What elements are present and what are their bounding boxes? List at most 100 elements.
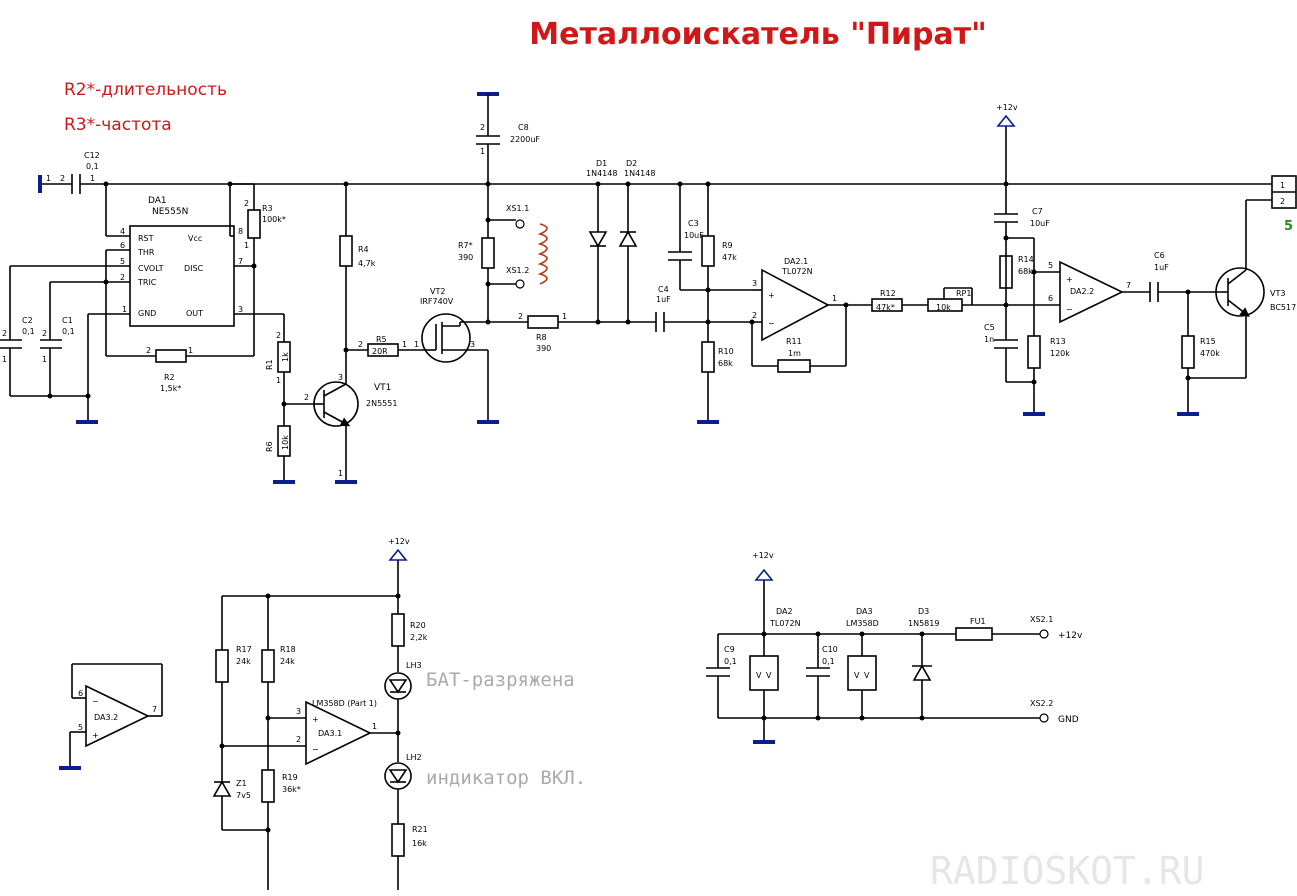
r7-val: 390 (458, 253, 473, 262)
svg-text:2: 2 (358, 340, 363, 349)
c3-val: 10uF (684, 231, 704, 240)
vt1-ref: VT1 (374, 383, 391, 393)
svg-text:V: V (854, 671, 860, 680)
lh3-annotation: БАТ-разряжена (426, 669, 575, 691)
svg-text:1: 1 (402, 340, 407, 349)
c6-val: 1uF (1154, 263, 1169, 272)
svg-text:GND: GND (138, 309, 156, 318)
c2-val: 0,1 (22, 327, 35, 336)
c12-ref: C12 (84, 151, 100, 160)
fu1-fuse (955, 627, 993, 641)
svg-text:1: 1 (188, 346, 193, 355)
svg-text:1: 1 (372, 722, 377, 731)
r17-body (215, 649, 229, 683)
da1-ref: DA1 (148, 196, 167, 206)
da2-ref: DA2 (776, 607, 793, 616)
svg-text:2: 2 (480, 123, 485, 132)
svg-text:V: V (756, 671, 762, 680)
r1-ref: R1 (265, 359, 274, 370)
r17-ref: R17 (236, 645, 252, 654)
r9-body (701, 235, 715, 267)
watermark: RADIOSKOT.RU (930, 849, 1205, 893)
svg-text:TRIC: TRIC (137, 278, 157, 287)
svg-text:RST: RST (138, 234, 154, 243)
da1-val: NE555N (152, 207, 188, 217)
da21-opamp (761, 268, 830, 342)
r15-ref: R15 (1200, 337, 1216, 346)
r13-val: 120k (1050, 349, 1070, 358)
r5-ref: R5 (376, 335, 387, 344)
svg-text:Vcc: Vcc (188, 234, 202, 243)
svg-text:1: 1 (276, 376, 281, 385)
r12-val: 47k* (876, 303, 895, 312)
svg-text:1: 1 (244, 241, 249, 250)
r10-body (701, 341, 715, 373)
svg-text:3: 3 (338, 373, 343, 382)
lh2-ref: LH2 (406, 753, 422, 762)
c4-val: 1uF (656, 295, 671, 304)
svg-text:1: 1 (1280, 181, 1285, 190)
r18-val: 24k (280, 657, 295, 666)
d3-val: 1N5819 (908, 619, 939, 628)
svg-text:CVOLT: CVOLT (138, 264, 164, 273)
svg-text:2: 2 (120, 273, 125, 282)
r21-body (391, 823, 405, 857)
vt3-transistor (1215, 267, 1265, 317)
lh3-led (384, 672, 412, 700)
svg-text:3: 3 (752, 279, 757, 288)
da21-val: TL072N (781, 267, 813, 276)
da3-ref: DA3 (856, 607, 873, 616)
search-coil (537, 223, 548, 285)
svg-text:2: 2 (518, 312, 523, 321)
svg-text:3: 3 (238, 305, 243, 314)
svg-text:+: + (1066, 275, 1073, 284)
d1-val: 1N4148 (586, 169, 617, 178)
svg-text:1: 1 (90, 174, 95, 183)
r20-val: 2,2k (410, 633, 428, 642)
svg-text:+: + (92, 731, 99, 740)
r14-ref: R14 (1018, 255, 1034, 264)
note-r3: R3*-частота (64, 115, 172, 135)
c8-ref: C8 (518, 123, 529, 132)
c10-val: 0,1 (822, 657, 835, 666)
r11-val: 1m (788, 349, 801, 358)
d1-ref: D1 (596, 159, 607, 168)
d2-ref: D2 (626, 159, 637, 168)
r18-ref: R18 (280, 645, 296, 654)
r19-body (261, 769, 275, 803)
c5-val: 1n (984, 335, 994, 344)
r20-ref: R20 (410, 621, 426, 630)
r2-body (155, 349, 187, 363)
svg-text:−: − (1066, 305, 1073, 314)
vt2-ref: VT2 (430, 287, 445, 296)
svg-text:7: 7 (1126, 281, 1131, 290)
svg-text:DISC: DISC (184, 264, 204, 273)
svg-text:1: 1 (562, 312, 567, 321)
d2-val: 1N4148 (624, 169, 655, 178)
svg-text:+: + (312, 715, 319, 724)
da31-ref: DA3.1 (318, 729, 342, 738)
vt2-val: IRF740V (420, 297, 454, 306)
r21-ref: R21 (412, 825, 428, 834)
xs22-ref: XS2.2 (1030, 699, 1053, 708)
r4-ref: R4 (358, 245, 369, 254)
r14-body (999, 255, 1013, 289)
c2-ref: C2 (22, 316, 33, 325)
r4-val: 4,7k (358, 259, 376, 268)
r7-body (481, 237, 495, 269)
d3-ref: D3 (918, 607, 929, 616)
c7-val: 10uF (1030, 219, 1050, 228)
da22-opamp (1059, 260, 1124, 324)
r9-val: 47k (722, 253, 737, 262)
svg-text:2: 2 (60, 174, 65, 183)
rp1-val: 10k (936, 303, 951, 312)
r2-val: 1,5k* (160, 384, 181, 393)
da2-val: TL072N (769, 619, 801, 628)
svg-text:2: 2 (146, 346, 151, 355)
r14-val: 68k (1018, 267, 1033, 276)
da32-opamp (85, 684, 150, 748)
svg-text:V: V (864, 671, 870, 680)
rp1-ref: RP1 (956, 289, 971, 298)
svg-text:6: 6 (120, 241, 125, 250)
xs11-ref: XS1.1 (506, 204, 529, 213)
